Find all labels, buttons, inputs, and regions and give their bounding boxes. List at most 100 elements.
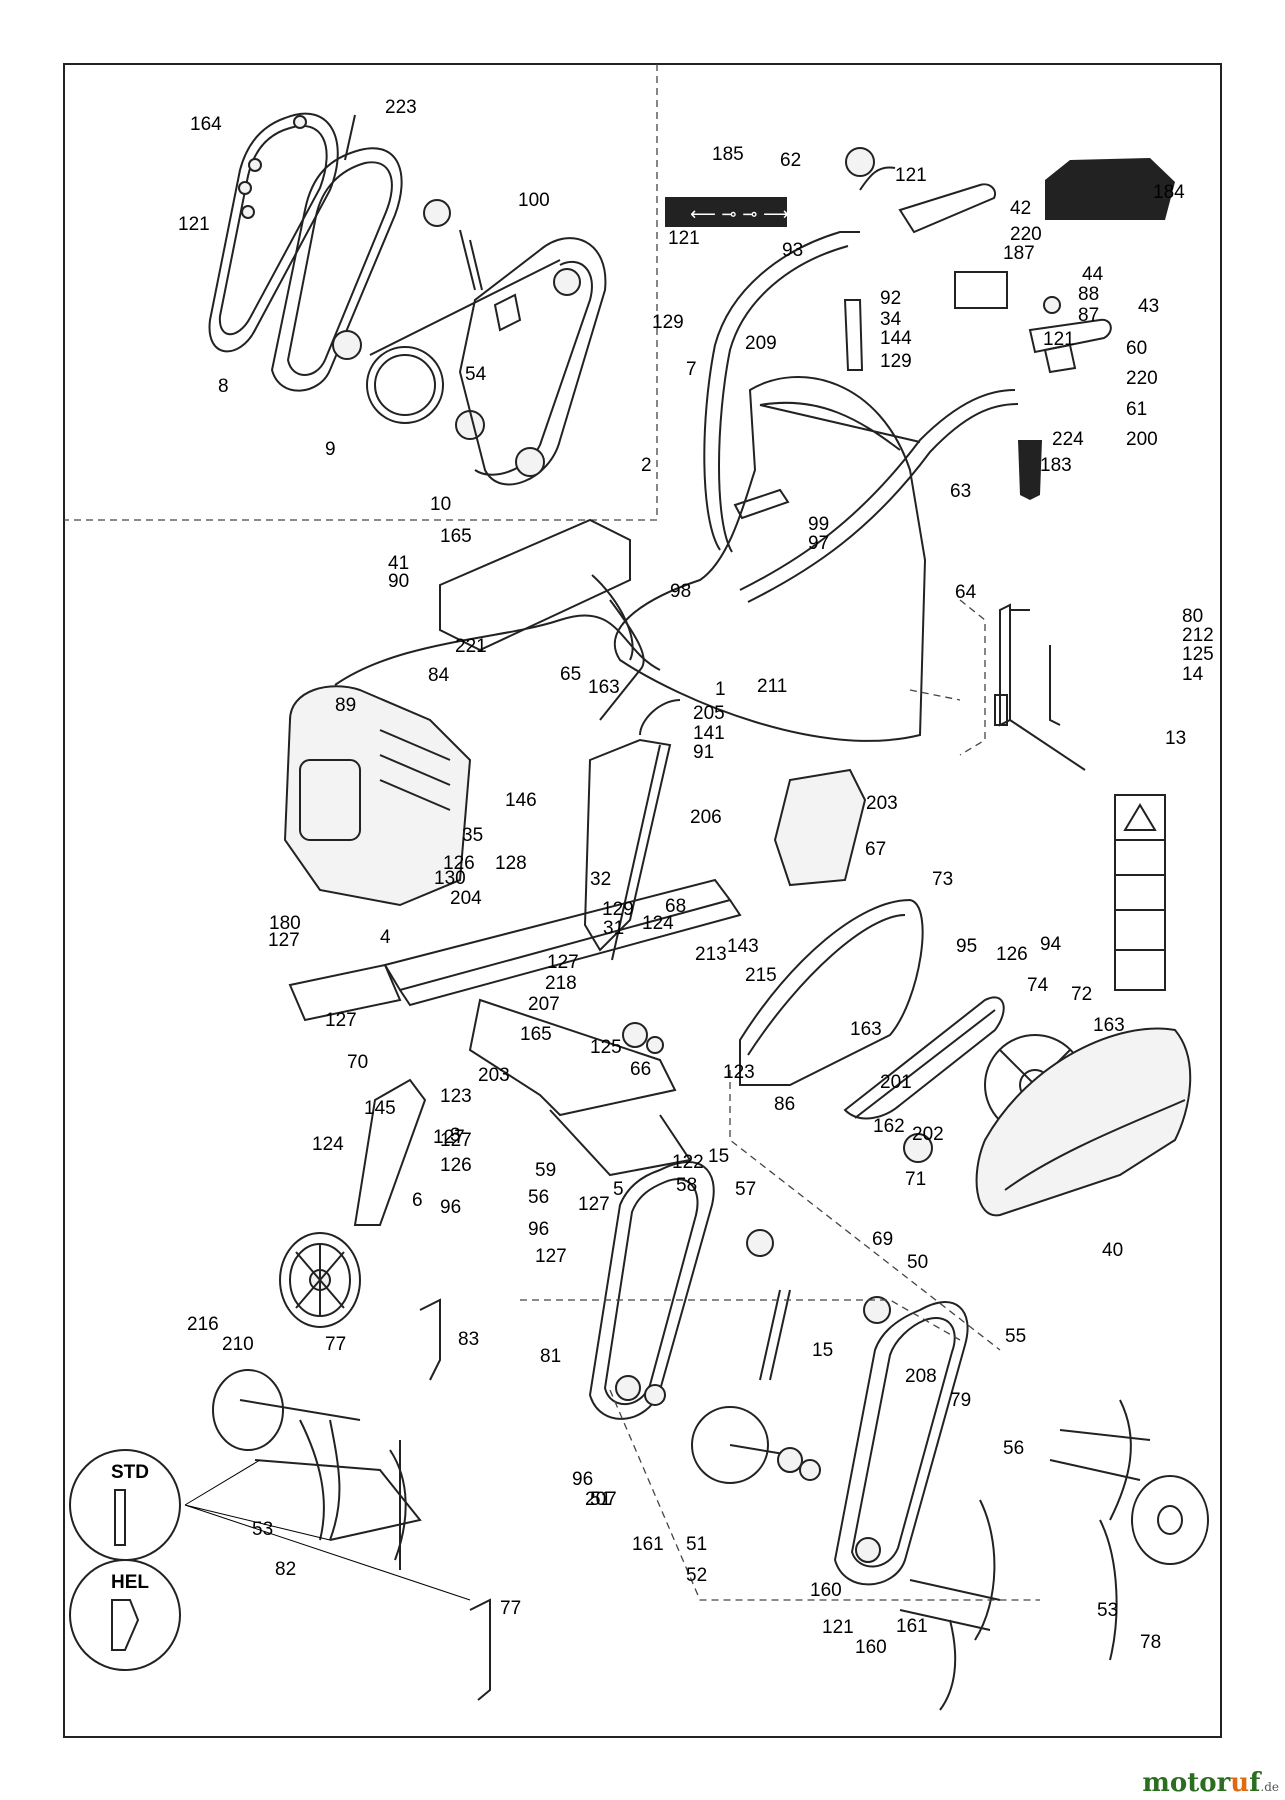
callout-label: 121 <box>178 214 210 235</box>
callout-label: 215 <box>745 965 777 986</box>
callout-label: 180 <box>269 913 301 934</box>
callout-label: 224 <box>1052 429 1084 450</box>
callout-label: 209 <box>745 333 777 354</box>
diagram-border <box>63 63 1222 1738</box>
callout-label: 90 <box>388 571 409 592</box>
callout-label: 146 <box>505 790 537 811</box>
pulley-71 <box>903 1133 933 1163</box>
gearbox-35 <box>773 768 867 887</box>
callout-label: 31 <box>603 918 624 939</box>
decal-187 <box>954 271 1008 309</box>
callout-label: 3 <box>450 1125 461 1146</box>
callout-label: 57 <box>735 1179 756 1200</box>
callout-label: 127 <box>535 1246 567 1267</box>
svg-text:⟵ ⊸ ⊸ ⟶: ⟵ ⊸ ⊸ ⟶ <box>690 204 789 225</box>
depth-bar-6 <box>353 1078 427 1226</box>
callout-label: 127 <box>268 930 300 951</box>
callout-label: 58 <box>676 1175 697 1196</box>
callout-label: 88 <box>1078 284 1099 305</box>
callout-label: 218 <box>545 973 577 994</box>
callout-label: 40 <box>1102 1240 1123 1261</box>
callout-label: 121 <box>668 228 700 249</box>
callout-label: 211 <box>757 676 787 697</box>
callout-label: 127 <box>547 952 579 973</box>
callout-label: 41 <box>388 553 409 574</box>
callout-label: 32 <box>590 869 611 890</box>
disc-77-left <box>212 1369 284 1451</box>
callout-label: 210 <box>222 1334 254 1355</box>
callout-label: 64 <box>955 582 977 603</box>
callout-label: 83 <box>458 1329 479 1350</box>
transport-wheel-69 <box>279 1232 361 1328</box>
callout-label: 54 <box>465 364 487 385</box>
mount-1 <box>583 738 672 952</box>
callout-label: 130 <box>434 868 466 889</box>
decal-183 <box>1018 440 1042 500</box>
callout-label: 200 <box>1126 429 1158 450</box>
callout-label: 67 <box>865 839 886 860</box>
callout-label: 44 <box>1082 264 1104 285</box>
callout-label: 185 <box>712 144 744 165</box>
callout-label: 126 <box>996 944 1028 965</box>
callout-label: 207 <box>585 1489 617 1510</box>
callout-label: 97 <box>808 533 829 554</box>
callout-label: 55 <box>1005 1326 1026 1347</box>
blade-insets: STD HEL <box>69 1449 471 1671</box>
belt-74 <box>843 996 1005 1120</box>
callout-label: 34 <box>880 309 902 330</box>
callout-label: 1 <box>715 679 726 700</box>
callout-label: 4 <box>380 927 391 948</box>
watermark: motoruf.de <box>1142 1768 1279 1798</box>
callout-label: 208 <box>905 1366 937 1387</box>
callout-label: 205 <box>693 703 725 724</box>
callout-label: 70 <box>347 1052 368 1073</box>
callout-label: 187 <box>1003 243 1035 264</box>
callout-label: 220 <box>1126 368 1158 389</box>
engine-body <box>283 685 472 907</box>
callout-label: 220 <box>1010 224 1042 245</box>
bracket-11-13 <box>994 603 1086 771</box>
chain-case-left <box>588 1161 821 1484</box>
callout-label: 143 <box>727 936 759 957</box>
callout-label: 52 <box>686 1565 707 1586</box>
callout-label: 121 <box>1043 329 1075 350</box>
sprocket-52 <box>691 1406 769 1484</box>
callout-label: 163 <box>850 1019 882 1040</box>
disc-77-right <box>1131 1475 1209 1565</box>
callout-label: 127 <box>325 1010 357 1031</box>
belt-8 <box>208 112 339 353</box>
callout-label: 7 <box>686 359 697 380</box>
callout-label: 121 <box>822 1617 854 1638</box>
engine-plate-41 <box>439 518 631 652</box>
callout-label: 8 <box>218 376 229 397</box>
belt-housing-94 <box>739 898 924 1086</box>
callout-label: 124 <box>642 913 674 934</box>
callout-label: 100 <box>518 190 550 211</box>
callout-label: 84 <box>428 665 450 686</box>
callout-label: 62 <box>780 150 801 171</box>
callout-label: 94 <box>1040 934 1062 955</box>
callout-label: 10 <box>430 494 451 515</box>
callout-label: 59 <box>535 1160 556 1181</box>
callout-label: 129 <box>602 899 634 920</box>
callout-label: 14 <box>1182 664 1204 685</box>
callout-label: 78 <box>1140 1632 1161 1653</box>
callout-label: 124 <box>312 1134 344 1155</box>
callout-label: 127 <box>433 1127 465 1148</box>
callout-label: 74 <box>1027 975 1049 996</box>
callout-label: 98 <box>670 581 691 602</box>
skid-plate-5 <box>468 998 677 1117</box>
callout-label: 141 <box>693 723 725 744</box>
callout-label: 125 <box>1182 644 1214 665</box>
callout-label: 53 <box>252 1519 273 1540</box>
inset-hel <box>69 1559 181 1671</box>
callout-label: 129 <box>652 312 684 333</box>
decal-184 <box>1045 158 1175 220</box>
handlebar-assembly: ⟵ ⊸ ⊸ ⟶ <box>591 147 1175 742</box>
callout-label: 91 <box>693 742 714 763</box>
callout-label: 51 <box>590 1489 611 1510</box>
engine-cover-64 <box>613 376 927 742</box>
callout-label: 183 <box>1040 455 1072 476</box>
callout-label: 81 <box>540 1346 561 1367</box>
